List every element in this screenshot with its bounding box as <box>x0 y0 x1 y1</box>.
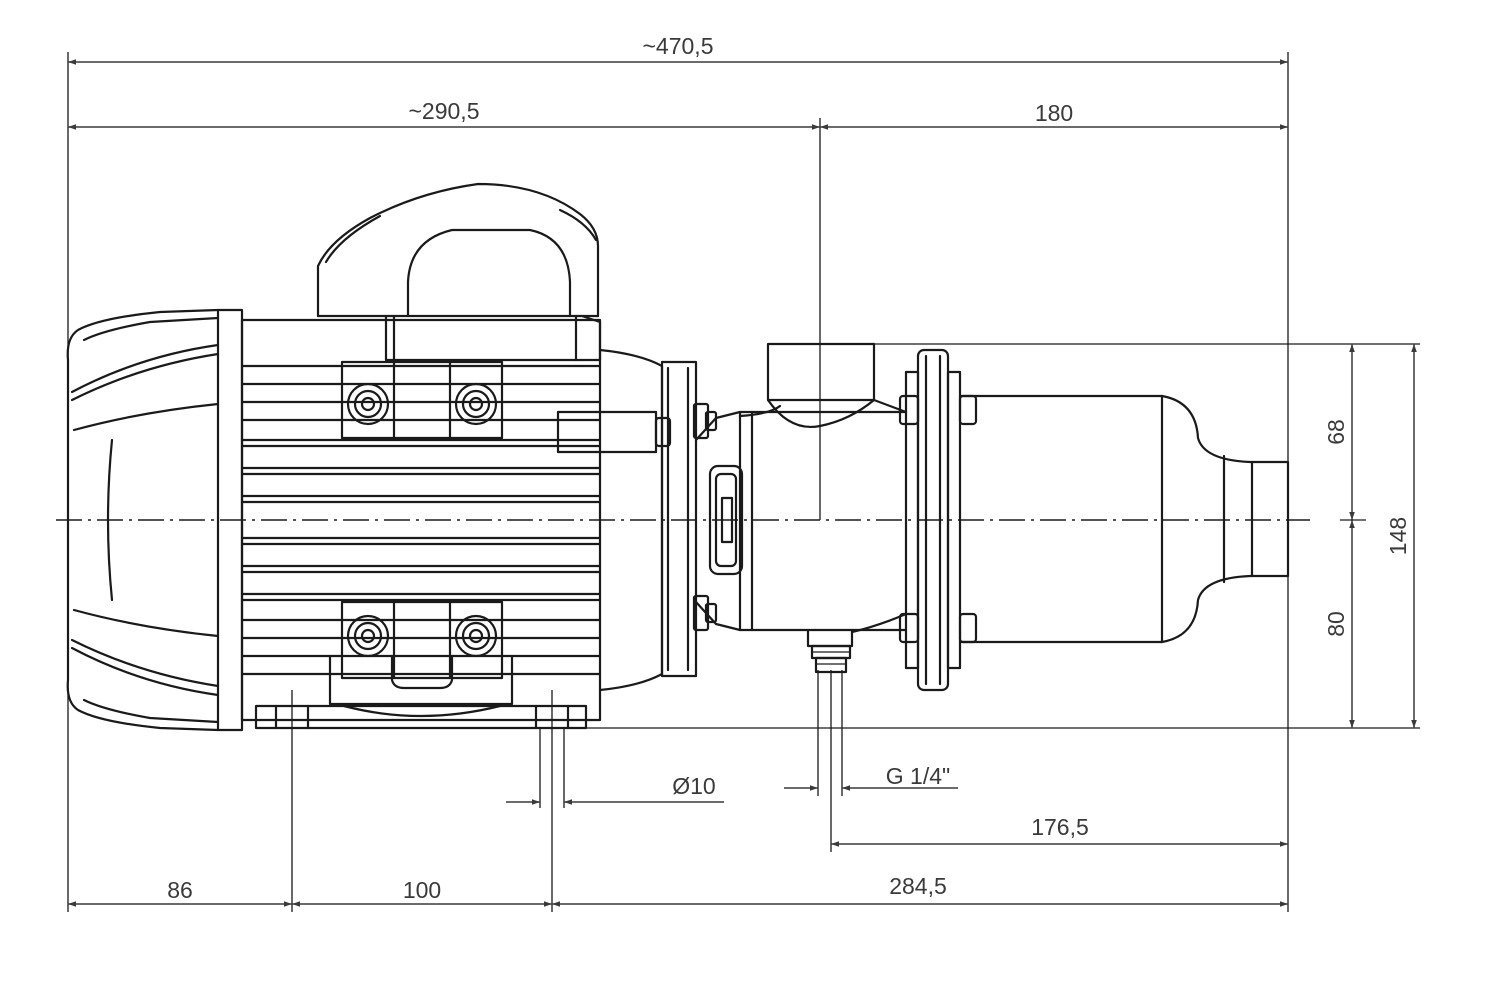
pump-housing <box>694 342 908 674</box>
label-height-upper: 68 <box>1323 419 1349 445</box>
label-overall-length: ~470,5 <box>643 33 714 59</box>
extension-lines <box>67 52 1420 912</box>
label-pump-length: 180 <box>1035 100 1073 126</box>
motor-flange <box>598 348 744 692</box>
label-height-total: 148 <box>1385 517 1411 555</box>
label-gauge-port: G 1/4" <box>886 763 950 789</box>
label-foot-to-end: 284,5 <box>889 873 947 899</box>
label-end-to-foot: 86 <box>167 877 193 903</box>
terminal-box-handle <box>316 182 602 362</box>
label-motor-length: ~290,5 <box>409 98 480 124</box>
dimension-lines <box>68 59 1417 907</box>
label-height-lower: 80 <box>1323 611 1349 637</box>
label-port-to-end: 176,5 <box>1031 814 1089 840</box>
dimension-labels: ~470,5 ~290,5 180 68 80 148 Ø10 G 1/4" 1… <box>167 33 1411 903</box>
label-hole-diameter: Ø10 <box>672 773 715 799</box>
motor-body <box>240 318 672 722</box>
motor-foot <box>254 654 588 730</box>
label-foot-spacing: 100 <box>403 877 441 903</box>
pump-sleeve <box>958 394 1290 644</box>
